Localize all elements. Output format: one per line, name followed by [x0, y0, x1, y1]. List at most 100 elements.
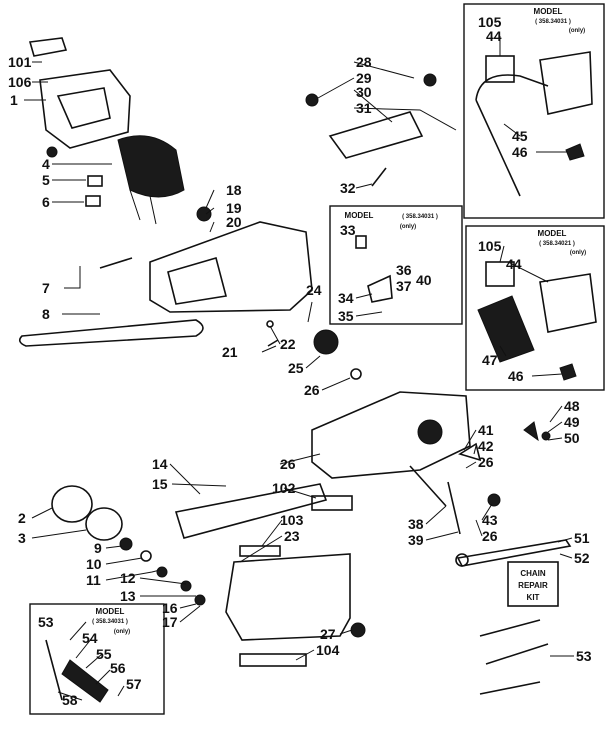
decal-part-103 [239, 545, 281, 557]
part-label-51: 51 [574, 530, 590, 546]
part-label-53-left: 53 [38, 614, 54, 630]
screw-part-46-mid [559, 363, 577, 381]
oiler-part-55 [61, 659, 109, 703]
part-label-18: 18 [226, 182, 242, 198]
part-label-57: 57 [126, 676, 142, 692]
bolt-part-7 [99, 257, 133, 269]
brush-part-6 [85, 195, 101, 207]
gear-part-18 [196, 206, 212, 222]
cover-part-26 [311, 391, 471, 479]
chain-part-15 [174, 483, 328, 539]
part-label-3: 3 [18, 530, 26, 546]
model-number-center: ( 358.34031 ) [402, 214, 438, 220]
part-label-49: 49 [564, 414, 580, 430]
model-note-mid-right: (only) [570, 250, 586, 256]
part-label-103: 103 [280, 512, 304, 528]
decal-part-102 [311, 495, 353, 511]
part-label-56: 56 [110, 660, 126, 676]
pin-part-21 [267, 339, 279, 347]
part-label-30: 30 [356, 84, 372, 100]
switch-part-33 [355, 235, 367, 249]
screw-part-46-top [565, 143, 585, 161]
model-box-mid-right [465, 225, 605, 391]
motor-housing-inner [56, 87, 111, 129]
part-label-24: 24 [306, 282, 322, 298]
part-label-58: 58 [62, 692, 78, 708]
part-label-32: 32 [340, 180, 356, 196]
decal-part-101 [28, 37, 68, 57]
leader-lines [24, 36, 574, 701]
part-label-25: 25 [288, 360, 304, 376]
model-note-bottom-left: (only) [114, 629, 130, 635]
part-label-105-top: 105 [478, 14, 502, 30]
motor-part-4 [117, 135, 185, 198]
part-label-23: 23 [284, 528, 300, 544]
part-label-45: 45 [512, 128, 528, 144]
part-label-26a: 26 [304, 382, 320, 398]
screw-part-39 [447, 481, 461, 535]
front-handle-part-45 [475, 74, 549, 197]
model-box-top-right [463, 3, 605, 219]
knob-part-27 [350, 622, 366, 638]
part-label-50: 50 [564, 430, 580, 446]
part-label-22: 22 [280, 336, 296, 352]
part-label-46-top: 46 [512, 144, 528, 160]
bearing-part-13 [180, 580, 192, 592]
nut-part-17 [194, 594, 206, 606]
part-label-37: 37 [396, 278, 412, 294]
part-label-26c: 26 [478, 454, 494, 470]
screw-part [46, 146, 58, 158]
nut-part-43 [487, 493, 501, 507]
part-label-2: 2 [18, 510, 26, 526]
washer-part-26 [350, 368, 362, 380]
screw-part-38 [409, 465, 447, 507]
part-label-1: 1 [10, 92, 18, 108]
part-label-21: 21 [222, 344, 238, 360]
model-note-top-right: (only) [569, 28, 585, 34]
bracket-part-5 [87, 175, 103, 187]
part-label-53-right: 53 [576, 648, 592, 664]
motor-wires [129, 189, 157, 225]
kit-label-line2: REPAIR [518, 581, 548, 590]
part-label-41: 41 [478, 422, 494, 438]
part-number-labels: 101 106 1 4 5 6 18 19 20 7 8 21 22 24 25… [8, 14, 592, 708]
guard-part-44 [539, 51, 593, 115]
part-label-16: 16 [162, 600, 178, 616]
part-label-33: 33 [340, 222, 356, 238]
cap-part-29 [305, 93, 319, 107]
part-label-13: 13 [120, 588, 136, 604]
part-label-104: 104 [316, 642, 340, 658]
part-label-11: 11 [86, 572, 101, 588]
model-note-center: (only) [400, 224, 416, 230]
part-label-4: 4 [42, 156, 50, 172]
nut-part-9 [119, 537, 133, 551]
decal-part-104 [239, 653, 307, 667]
part-label-40: 40 [416, 272, 432, 288]
part-label-55: 55 [96, 646, 112, 662]
chain-repair-kit-box [507, 561, 559, 607]
part-label-42: 42 [478, 438, 494, 454]
part-label-6: 6 [42, 194, 50, 210]
chain-links-part-53 [479, 619, 549, 695]
part-label-31: 31 [356, 100, 372, 116]
part-label-19: 19 [226, 200, 242, 216]
model-box-center [329, 205, 463, 325]
part-label-20: 20 [226, 214, 242, 230]
part-label-10: 10 [86, 556, 102, 572]
part-label-46-mid: 46 [508, 368, 524, 384]
guide-bar-part-8 [18, 319, 204, 347]
switch-assembly-part-37 [367, 274, 393, 303]
model-label-mid-right: MODEL [538, 229, 567, 238]
part-label-36: 36 [396, 262, 412, 278]
adjuster-part-41 [458, 442, 482, 462]
part-label-8: 8 [42, 306, 50, 322]
guard-part-44-mid [539, 273, 597, 333]
kit-label-line1: CHAIN [520, 569, 546, 578]
handle-grip-part-47 [477, 295, 535, 363]
part-label-15: 15 [152, 476, 168, 492]
wrench-ring [455, 553, 469, 567]
rod-part-58 [45, 639, 63, 701]
part-label-14: 14 [152, 456, 168, 472]
clutch-plate-part-3 [85, 507, 123, 541]
